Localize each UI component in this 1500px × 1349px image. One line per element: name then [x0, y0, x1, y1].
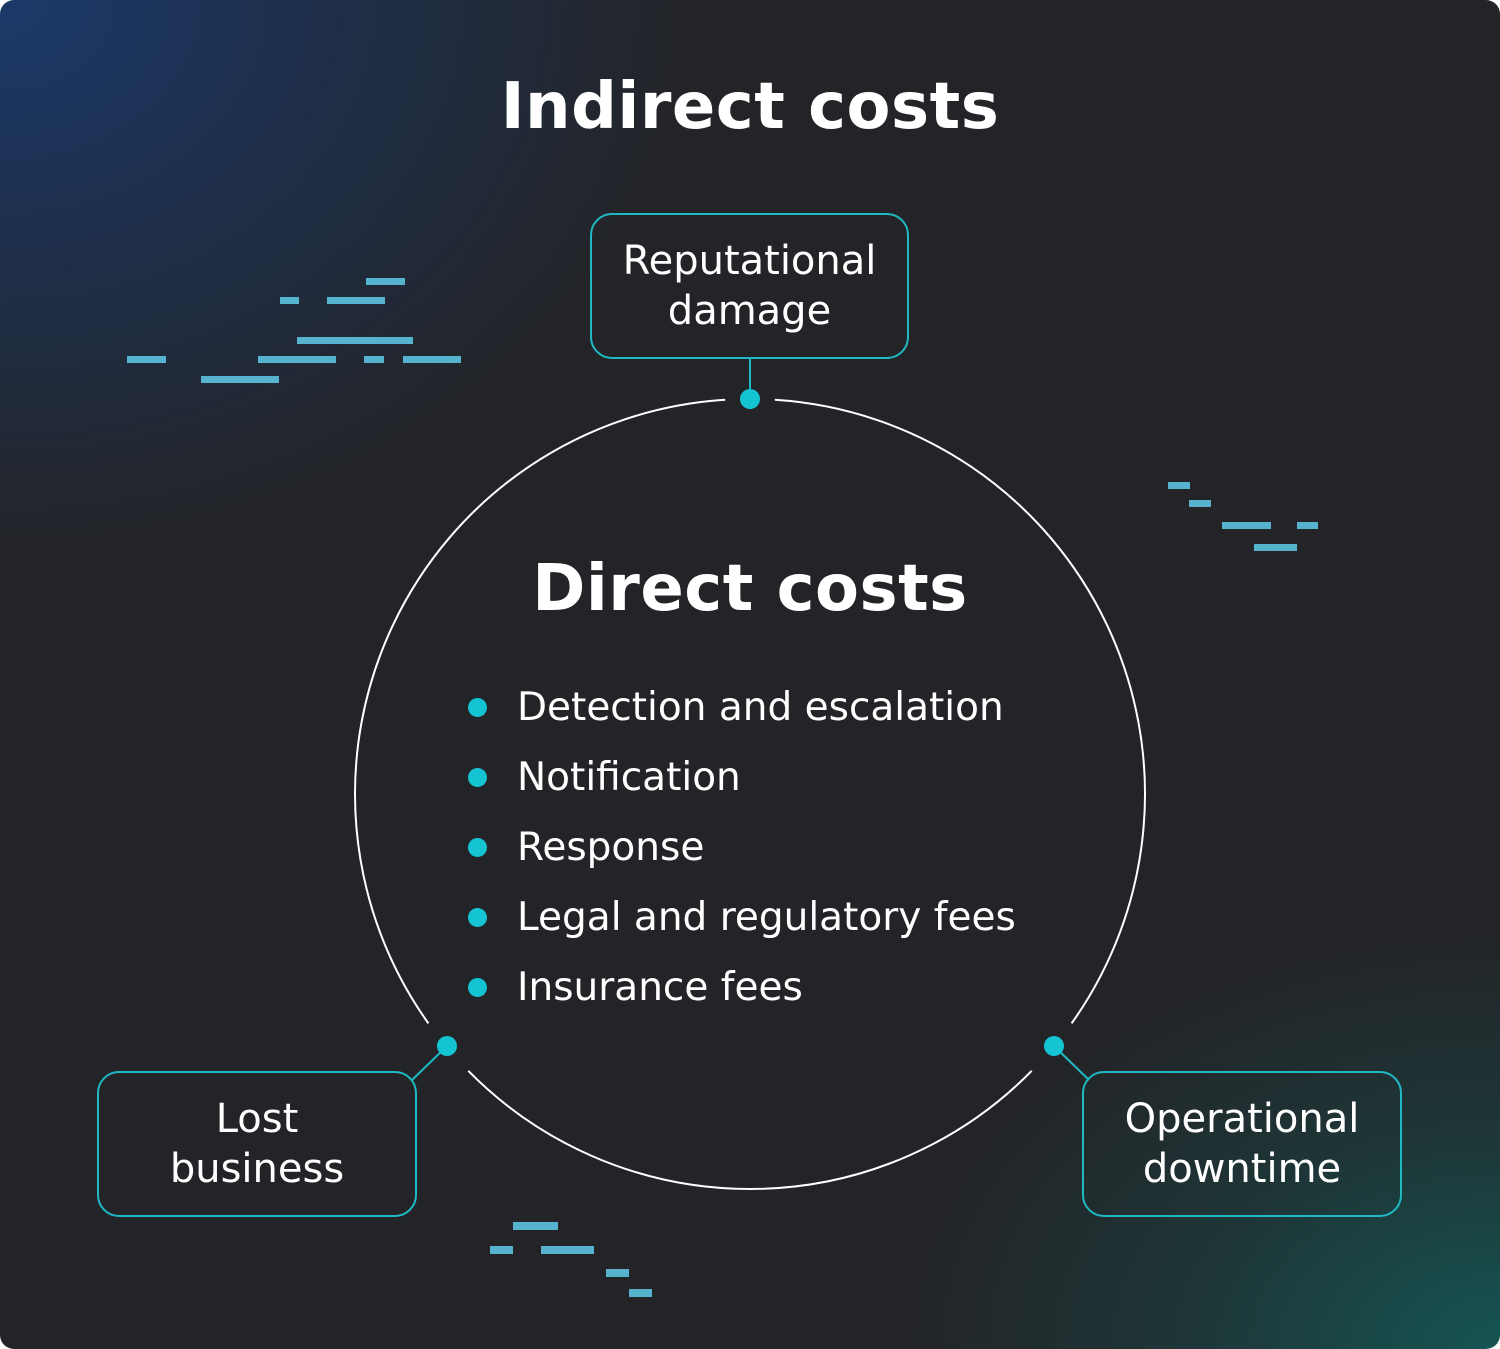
list-item: Legal and regulatory fees [468, 882, 1016, 952]
node-dot-right [1044, 1036, 1064, 1056]
decorative-dashes-top-left [127, 278, 461, 383]
circle-arc-2 [354, 398, 726, 1024]
list-item-label: Insurance fees [517, 964, 803, 1010]
circle-arc-1 [467, 1070, 1033, 1190]
list-item-label: Detection and escalation [517, 684, 1004, 730]
bullet-icon [468, 697, 487, 717]
bullet-icon [468, 907, 487, 927]
list-item-label: Legal and regulatory fees [517, 894, 1016, 940]
decorative-dashes-right [1168, 482, 1318, 551]
box-label-line: Operational [1124, 1096, 1360, 1142]
list-item-label: Notification [517, 754, 741, 800]
box-label-line: business [169, 1146, 345, 1192]
list-item: Insurance fees [468, 952, 1016, 1022]
direct-costs-circle [354, 398, 1146, 1190]
list-item-label: Response [517, 824, 705, 870]
bullet-icon [468, 837, 487, 857]
box-label-line: downtime [1142, 1146, 1342, 1192]
decorative-dashes-bottom [490, 1222, 652, 1297]
direct-costs-title: Direct costs [532, 552, 968, 626]
box-label-line: Lost [215, 1096, 299, 1142]
list-item: Response [468, 812, 1016, 882]
bullet-icon [468, 767, 487, 787]
list-item: Notification [468, 742, 1016, 812]
node-dot-left [437, 1036, 457, 1056]
list-item: Detection and escalation [468, 672, 1016, 742]
circle-arc-0 [774, 398, 1146, 1024]
box-label-line: damage [667, 288, 832, 334]
node-dot-top [740, 389, 760, 409]
box-label-line: Reputational [622, 238, 877, 284]
bullet-icon [468, 977, 487, 997]
direct-costs-list: Detection and escalation Notification Re… [468, 672, 1016, 1022]
indirect-costs-title: Indirect costs [500, 70, 1000, 144]
